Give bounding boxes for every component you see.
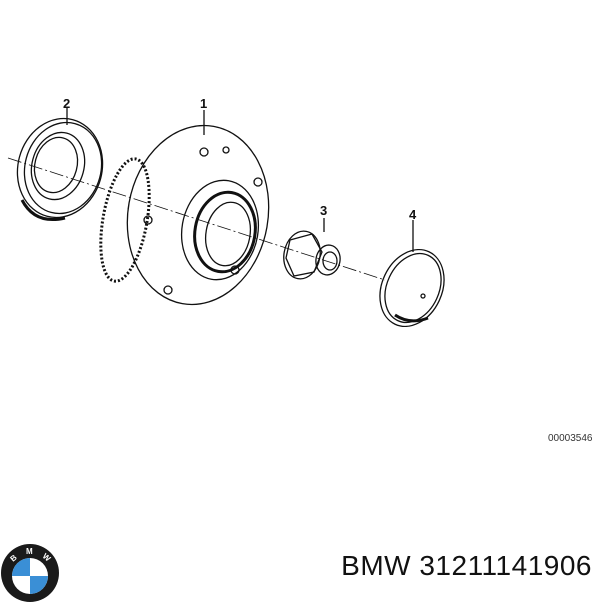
shaft-seal-part	[16, 117, 104, 221]
exploded-parts-diagram: 2 1 3 4	[7, 96, 445, 328]
dust-cap-part	[379, 248, 445, 328]
svg-text:B: B	[9, 553, 19, 564]
svg-text:W: W	[41, 552, 53, 564]
callout-4: 4	[409, 207, 417, 222]
wheel-hub-part	[99, 124, 270, 306]
bmw-logo: B M W	[0, 542, 62, 604]
diagram-reference-number: 00003546	[548, 433, 593, 444]
collar-nut-part	[283, 230, 341, 280]
part-number-title: BMW 31211141906	[341, 550, 592, 581]
callout-3: 3	[320, 203, 328, 218]
callout-1: 1	[200, 96, 208, 111]
svg-text:M: M	[26, 547, 33, 556]
diagram-drawing	[7, 108, 445, 328]
callout-2: 2	[63, 96, 71, 111]
